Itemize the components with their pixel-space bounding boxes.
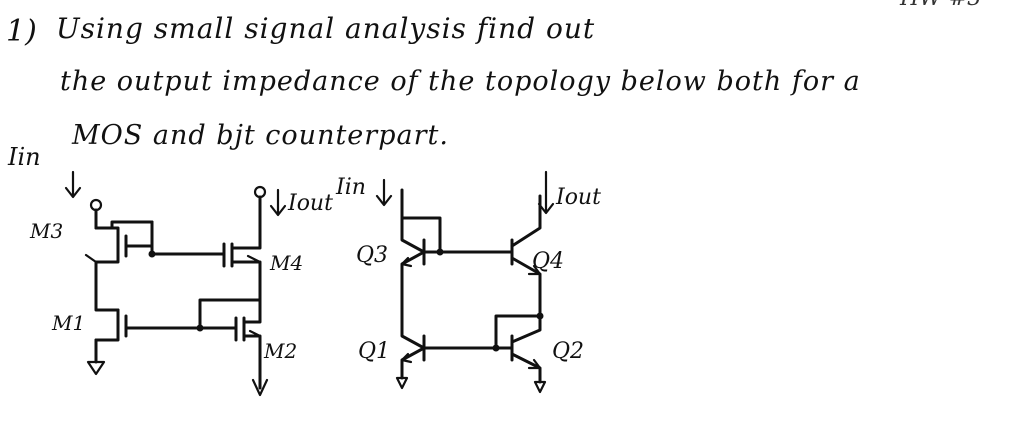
bjt-iout-arrow [537, 170, 555, 215]
q3-label: Q3 [356, 243, 388, 268]
m3-m1-wire [94, 260, 120, 312]
problem-text-line-1: Using small signal analysis find out [56, 12, 596, 45]
mos-iin-label: Iin [7, 143, 41, 171]
q1-emitter-arrow [400, 352, 413, 364]
mos-iout-label: Iout [287, 191, 333, 216]
problem-text-line-3: MOS and bjt counterpart. [72, 120, 449, 151]
q2-emitter-arrow [527, 358, 542, 370]
m3-label: M3 [29, 219, 63, 243]
bjt-circuit: Iin Q3 Q1 Q4 [335, 170, 601, 394]
m1-ground-icon [86, 360, 106, 376]
q1-collector-emitter [400, 308, 426, 380]
corner-mark: HW #3 [900, 0, 981, 11]
q1-label: Q1 [358, 339, 390, 364]
problem-text-line-2: the output impedance of the topology bel… [60, 66, 861, 97]
bjt-iout-label: Iout [555, 185, 601, 210]
m2-diode-connection [198, 298, 262, 330]
m2-source-arrow [248, 329, 262, 338]
m2-label: M2 [263, 339, 297, 363]
m4-source [230, 260, 262, 302]
m2-drain [242, 298, 262, 324]
m2-ground-arrow [251, 378, 269, 397]
mos-iout-arrow [269, 188, 287, 217]
q4-emitter-arrow [527, 264, 542, 276]
q2-collector [510, 314, 542, 344]
m3-m4-gate-line [150, 220, 226, 256]
q3-emitter-arrow [400, 256, 413, 268]
m3-drain-source [94, 226, 120, 264]
m4-label: M4 [269, 251, 303, 275]
bjt-iin-label: Iin [335, 175, 366, 200]
m4-drain [230, 222, 262, 250]
m4-source-arrow [246, 254, 262, 264]
q2-label: Q2 [552, 339, 584, 364]
q3-diode-connection [400, 216, 442, 254]
q2-ground-icon [533, 380, 547, 394]
m3-source-arrow [84, 253, 98, 264]
q1-ground-icon [395, 376, 409, 390]
q2-diode-connection [494, 314, 542, 350]
m1-drain-source [94, 308, 120, 342]
q4-collector [510, 194, 542, 248]
mos-circuit: Iin M3 M1 M4 [7, 143, 333, 397]
problem-number: 1) [6, 14, 37, 49]
m1-label: M1 [51, 311, 85, 335]
mos-iin-arrow [64, 170, 82, 199]
bjt-iin-arrow [375, 178, 393, 207]
